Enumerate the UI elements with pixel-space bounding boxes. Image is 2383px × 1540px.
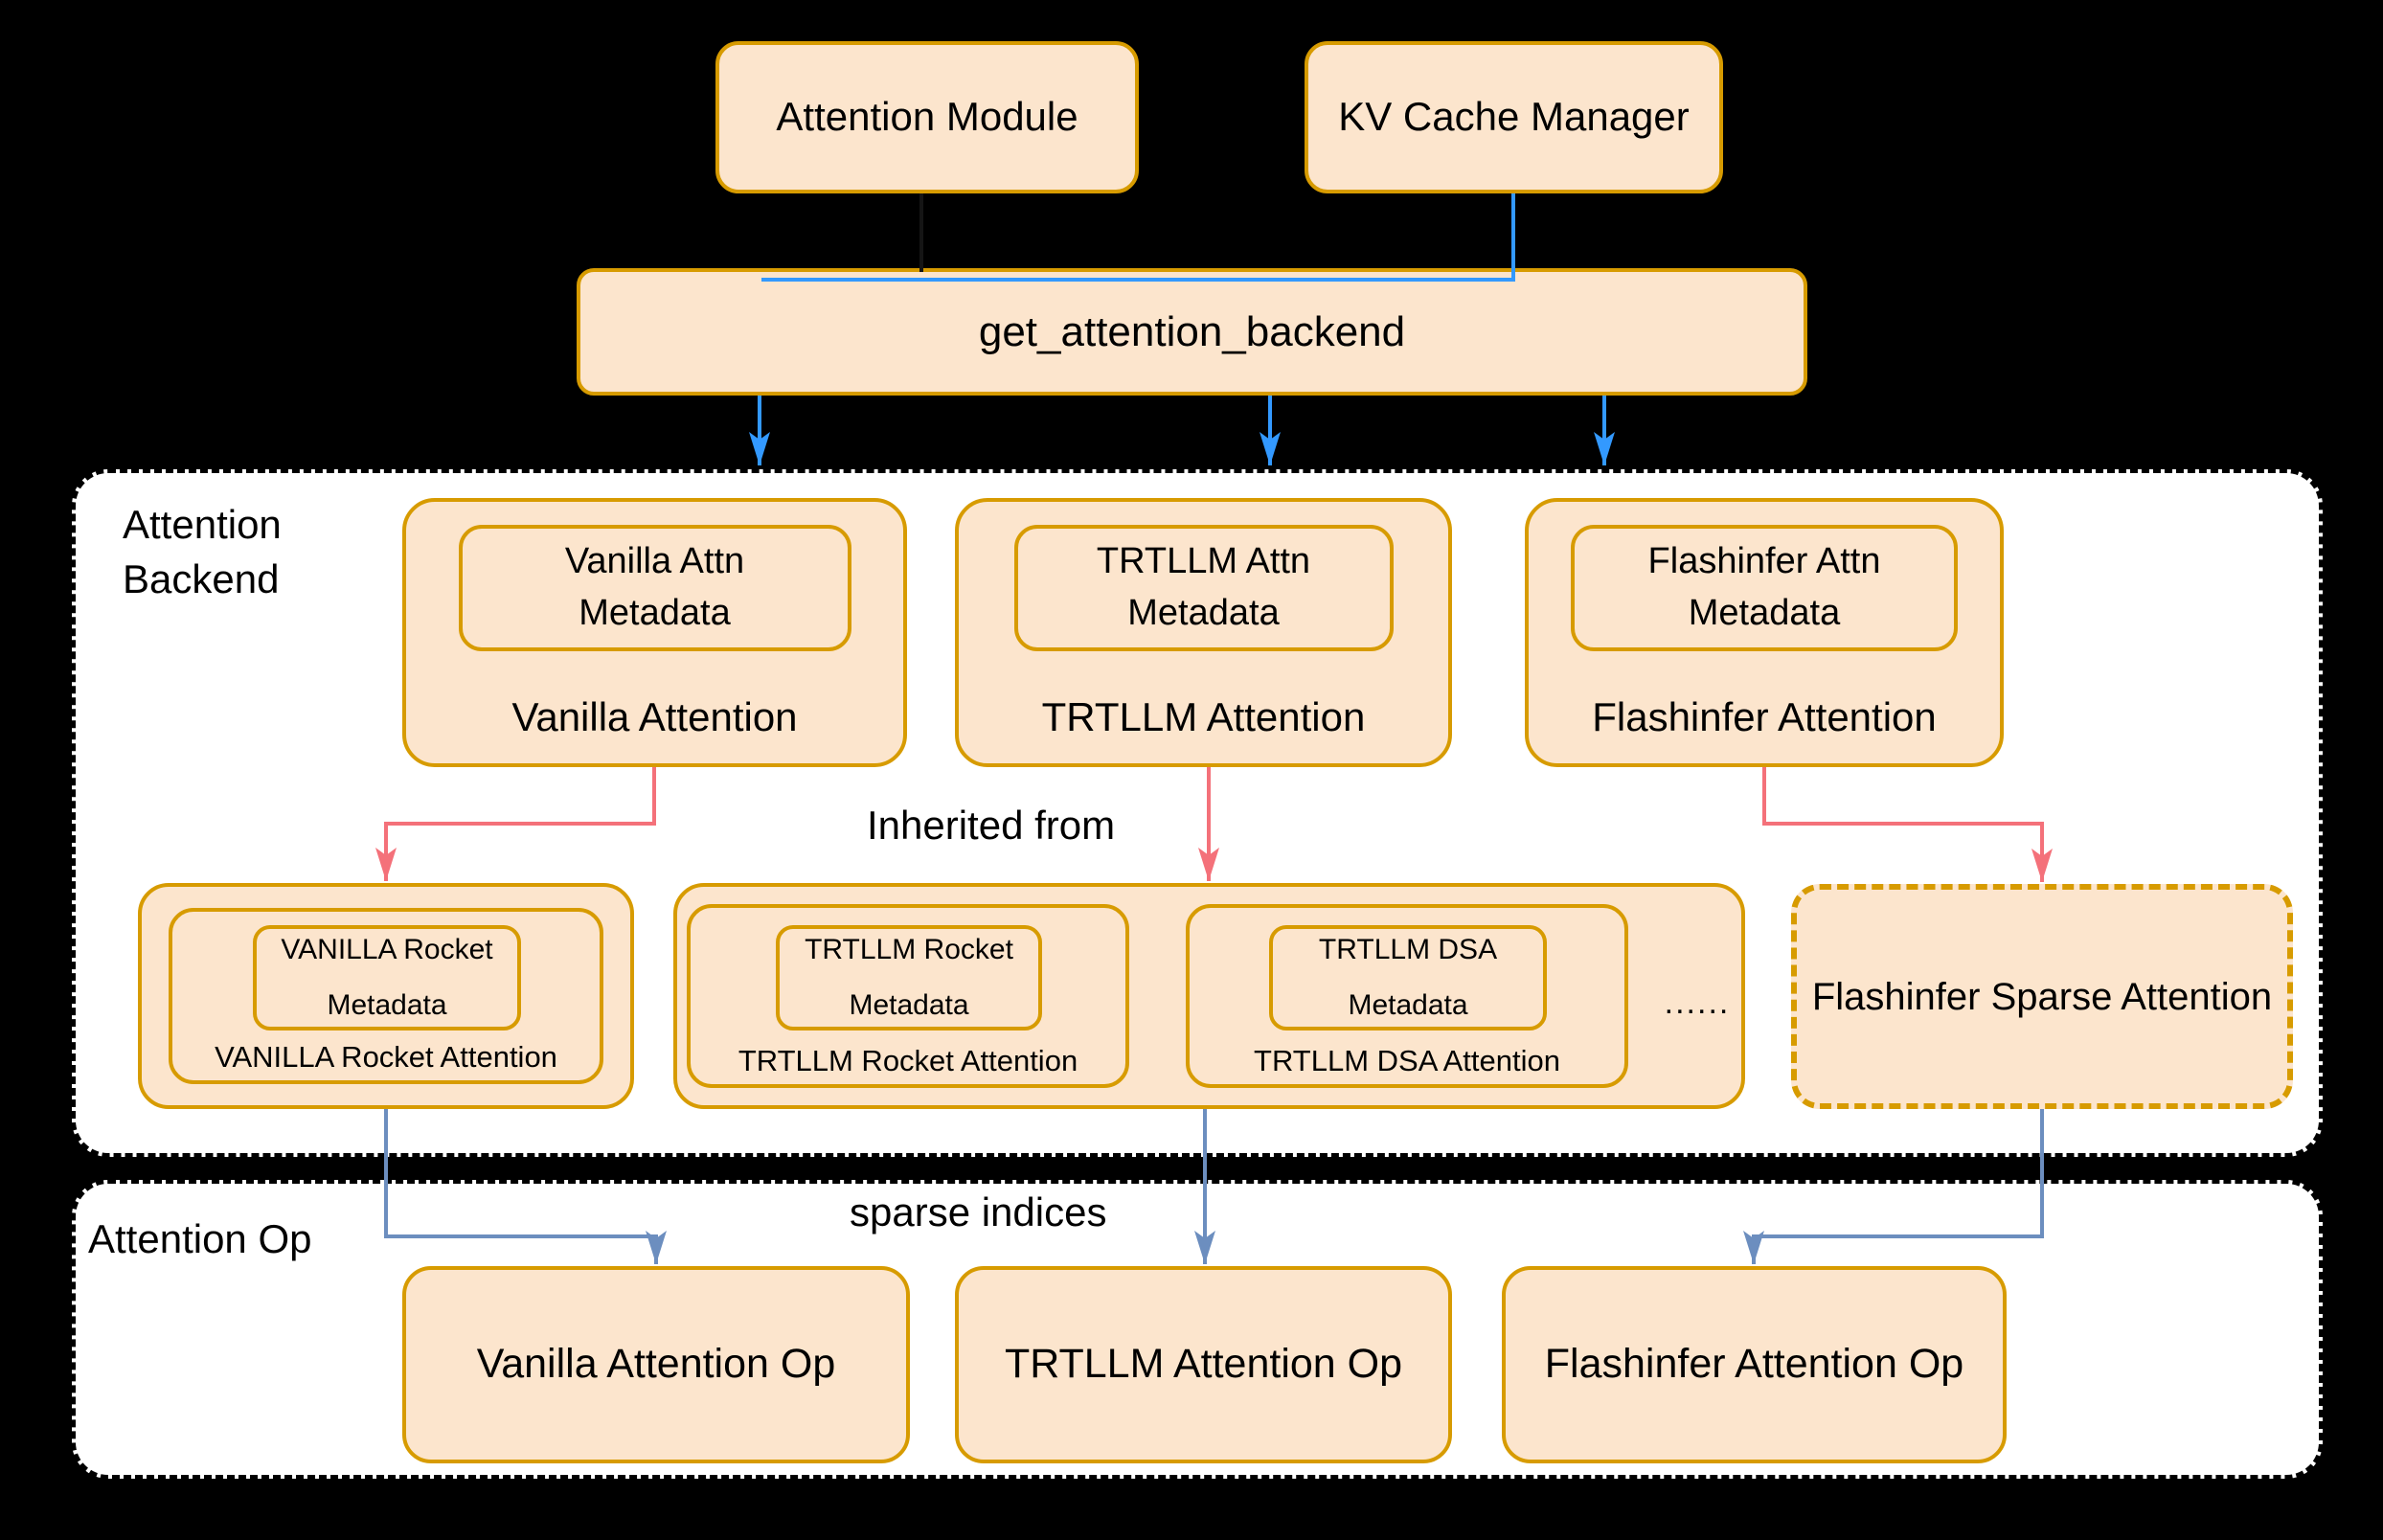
sparse-indices-label: sparse indices	[850, 1189, 1107, 1234]
more-backends-ellipsis: ......	[1664, 985, 1731, 1021]
vanilla-attn-metadata-line1: Vanilla Attn	[564, 541, 745, 582]
vanilla-rocket-metadata-box: VANILLA Rocket Metadata	[253, 925, 521, 1030]
trtllm-attention-label: TRTLLM Attention	[1041, 693, 1366, 739]
flashinfer-sparse-attention-box: Flashinfer Sparse Attention	[1791, 884, 2293, 1109]
flashinfer-attention-box: Flashinfer Attn Metadata Flashinfer Atte…	[1525, 498, 2004, 767]
trtllm-dsa-attention-label: TRTLLM DSA Attention	[1254, 1044, 1560, 1077]
kv-cache-manager-box: KV Cache Manager	[1305, 41, 1723, 193]
inherited-from-label: Inherited from	[867, 803, 1116, 848]
trtllm-rocket-attention-label: TRTLLM Rocket Attention	[738, 1044, 1078, 1077]
trtllm-rocket-metadata-box: TRTLLM Rocket Metadata	[776, 925, 1042, 1030]
trtllm-dsa-metadata-box: TRTLLM DSA Metadata	[1269, 925, 1547, 1030]
trtllm-rocket-metadata-line1: TRTLLM Rocket	[805, 933, 1013, 965]
flashinfer-attention-op-label: Flashinfer Attention Op	[1544, 1341, 1964, 1388]
flashinfer-attention-label: Flashinfer Attention	[1592, 693, 1937, 739]
flashinfer-attn-metadata-box: Flashinfer Attn Metadata	[1571, 525, 1958, 651]
flashinfer-sparse-attention-label: Flashinfer Sparse Attention	[1811, 975, 2273, 1018]
kv-cache-manager-label: KV Cache Manager	[1338, 94, 1690, 140]
vanilla-attn-metadata-box: Vanilla Attn Metadata	[458, 525, 851, 651]
trtllm-dsa-metadata-line2: Metadata	[1348, 989, 1468, 1021]
vanilla-attention-op-label: Vanilla Attention Op	[476, 1341, 836, 1388]
kv-cache-to-get-backend-line	[761, 193, 1515, 282]
trtllm-rocket-metadata-line2: Metadata	[849, 989, 969, 1021]
vanilla-rocket-metadata-line2: Metadata	[327, 989, 447, 1021]
backend-section-title: Attention Backend	[123, 498, 282, 606]
attention-module-label: Attention Module	[776, 94, 1078, 140]
backend-section-title-line2: Backend	[123, 555, 280, 601]
flashinfer-attn-metadata-line2: Metadata	[1688, 593, 1841, 633]
trtllm-attn-metadata-box: TRTLLM Attn Metadata	[1013, 525, 1394, 651]
trtllm-dsa-metadata-line1: TRTLLM DSA	[1318, 933, 1498, 965]
vanilla-rocket-attention-label: VANILLA Rocket Attention	[215, 1040, 557, 1074]
trtllm-attention-box: TRTLLM Attn Metadata TRTLLM Attention	[955, 498, 1452, 767]
vanilla-attention-op-box: Vanilla Attention Op	[402, 1266, 910, 1463]
attention-module-box: Attention Module	[715, 41, 1139, 193]
get-attention-backend-box: get_attention_backend	[577, 268, 1807, 396]
trtllm-attn-metadata-line2: Metadata	[1127, 593, 1280, 633]
get-attention-backend-label: get_attention_backend	[978, 308, 1406, 355]
op-section-title: Attention Op	[88, 1216, 312, 1261]
trtllm-attention-op-box: TRTLLM Attention Op	[955, 1266, 1452, 1463]
flashinfer-attn-metadata-line1: Flashinfer Attn	[1647, 541, 1881, 582]
trtllm-attn-metadata-line1: TRTLLM Attn	[1096, 541, 1311, 582]
trtllm-attention-op-label: TRTLLM Attention Op	[1004, 1341, 1403, 1388]
vanilla-attn-metadata-line2: Metadata	[579, 593, 731, 633]
vanilla-attention-box: Vanilla Attn Metadata Vanilla Attention	[402, 498, 907, 767]
vanilla-rocket-metadata-line1: VANILLA Rocket	[281, 933, 493, 965]
backend-section-title-line1: Attention	[123, 502, 282, 547]
flashinfer-attention-op-box: Flashinfer Attention Op	[1502, 1266, 2007, 1463]
vanilla-attention-label: Vanilla Attention	[511, 693, 798, 739]
